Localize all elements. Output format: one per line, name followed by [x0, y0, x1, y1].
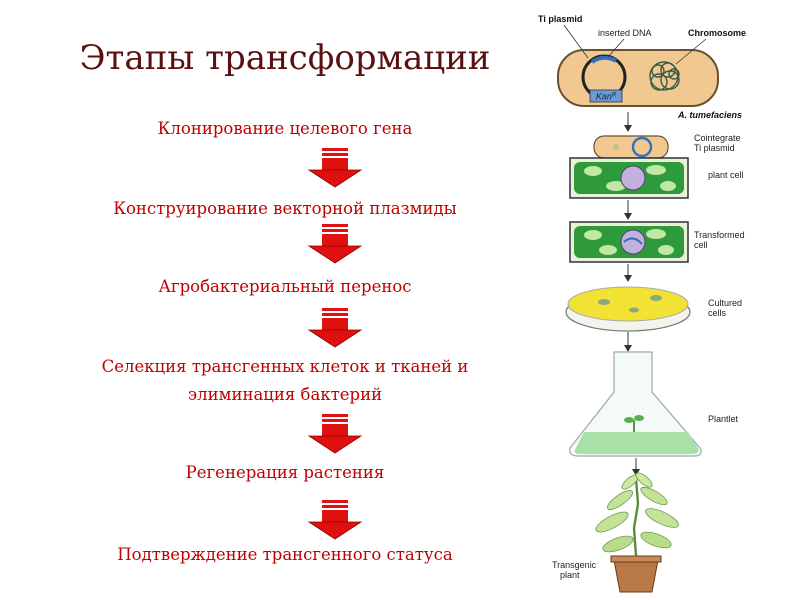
transformation-diagram: KanR Ti plasmid inserted DNA Chromosome … — [538, 14, 746, 593]
chromosome-label: Chromosome — [688, 28, 746, 38]
step-confirmation: Подтверждение трансгенного статуса — [117, 545, 453, 564]
transgenic-label-line2: plant — [560, 570, 580, 580]
page-title: Этапы трансформации — [79, 38, 491, 78]
cointegrate-bacterium — [593, 135, 669, 159]
transgenic-label-line1: Transgenic — [552, 560, 597, 570]
step-regeneration: Регенерация растения — [185, 463, 385, 482]
cultured-label-line1: Cultured — [708, 298, 742, 308]
kan-label: KanR — [596, 92, 617, 102]
transgenic-plant — [595, 472, 679, 593]
cointegrate-label-line2: Ti plasmid — [694, 143, 735, 153]
transformed-cell — [569, 221, 689, 263]
step-cloning: Клонирование целевого гена — [157, 119, 413, 138]
inserted-dna-label: inserted DNA — [598, 28, 652, 38]
bacterium: KanR — [557, 49, 719, 107]
cointegrate-label-line1: Cointegrate — [694, 133, 741, 143]
step-vector-construction: Конструирование векторной плазмиды — [113, 199, 457, 218]
down-arrow-icon — [307, 224, 363, 264]
plant-cell — [569, 157, 689, 199]
down-arrow-icon — [307, 414, 363, 454]
transformed-label-line1: Transformed — [694, 230, 745, 240]
cultured-label-line2: cells — [708, 308, 727, 318]
plantlet-label: Plantlet — [708, 414, 739, 424]
down-arrow-icon — [307, 500, 363, 540]
plant-cell-label: plant cell — [708, 170, 744, 180]
step-selection-line1: Селекция трансгенных клеток и тканей и — [101, 357, 469, 376]
a-tumefaciens-label: A. tumefaciens — [677, 110, 742, 120]
petri-dish — [565, 286, 691, 332]
chromosome-tangle — [649, 61, 680, 91]
inserted-dna-segment — [590, 55, 618, 64]
flask — [569, 351, 702, 457]
down-arrow-icon — [307, 148, 363, 188]
down-arrow-icon — [307, 308, 363, 348]
ti-plasmid-label: Ti plasmid — [538, 14, 582, 24]
step-agrobacterial-transfer: Агробактериальный перенос — [158, 277, 412, 296]
transformed-label-line2: cell — [694, 240, 708, 250]
step-selection-line2: элиминация бактерий — [187, 385, 383, 404]
